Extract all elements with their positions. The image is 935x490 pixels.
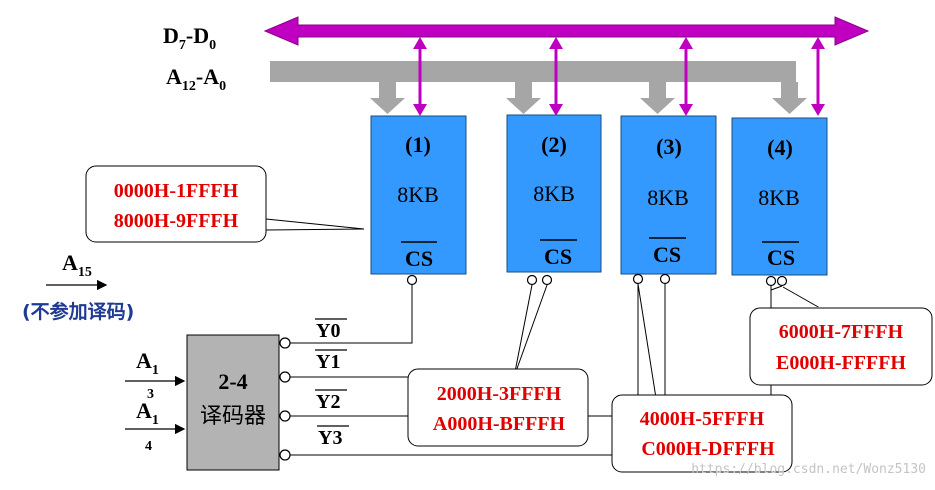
data-bus — [263, 16, 870, 46]
chip-index: (2) — [541, 132, 567, 157]
address-arrow-chip4 — [772, 82, 807, 114]
chip3-cs-bubble-b — [659, 273, 671, 285]
y2-bubble — [279, 410, 291, 422]
svg-text:8000H-9FFFH: 8000H-9FFFH — [114, 210, 239, 232]
y0-bubble — [279, 337, 291, 349]
memory-chip-4: (4) 8KB CS — [731, 117, 828, 276]
address-bus-label: A12-A0 — [166, 64, 226, 94]
data-arrow-chip2 — [549, 37, 563, 116]
chip4-cs-bubble-b — [776, 275, 788, 287]
decoder-title: 2-4 — [218, 369, 247, 394]
svg-text:4000H-5FFFH: 4000H-5FFFH — [640, 408, 765, 430]
chip-size: 8KB — [758, 185, 800, 210]
svg-text:C000H-DFFFH: C000H-DFFFH — [641, 438, 775, 460]
data-arrow-chip1 — [413, 37, 427, 116]
address-arrow-chip1 — [370, 82, 405, 114]
chip-cs-label: CS — [405, 246, 433, 271]
callout-chip1: 0000H-1FFFH 8000H-9FFFH — [85, 165, 365, 243]
input-a13-label: A1 — [136, 348, 159, 378]
chip-index: (4) — [767, 135, 793, 160]
output-y2-label: Y2 — [316, 391, 340, 413]
svg-text:6000H-7FFFH: 6000H-7FFFH — [779, 321, 904, 343]
chip-size: 8KB — [397, 182, 439, 207]
decoder-subtitle: 译码器 — [200, 404, 266, 429]
address-arrow-chip2 — [506, 82, 541, 114]
chip1-cs-bubble — [406, 274, 418, 286]
decoder-2-4: 2-4 译码器 — [186, 334, 280, 471]
chip-index: (1) — [405, 132, 431, 157]
callout-chip2: 2000H-3FFFH A000H-BFFFH — [407, 368, 589, 447]
input-a13-digit: 3 — [147, 387, 154, 402]
data-arrow-chip4 — [811, 37, 825, 116]
chip3-cs-bubble-a — [632, 273, 644, 285]
output-y3-label: Y3 — [318, 427, 342, 449]
output-y1-label: Y1 — [316, 351, 340, 373]
input-a14-label: A1 — [136, 398, 159, 428]
chip-index: (3) — [656, 134, 682, 159]
callout-chip4: 6000H-7FFFH E000H-FFFFH — [749, 286, 933, 386]
memory-chip-1: (1) 8KB CS — [370, 115, 467, 275]
svg-text:A000H-BFFFH: A000H-BFFFH — [433, 413, 566, 435]
address-bus — [270, 61, 796, 82]
data-arrow-chip3 — [679, 37, 693, 116]
address-arrow-chip3 — [640, 82, 675, 114]
svg-text:0000H-1FFFH: 0000H-1FFFH — [114, 180, 239, 202]
svg-text:2000H-3FFFH: 2000H-3FFFH — [437, 383, 562, 405]
input-a14-digit: 4 — [145, 439, 152, 454]
a15-note: (不参加译码) — [22, 300, 134, 323]
chip-cs-label: CS — [653, 242, 681, 267]
memory-chip-2: (2) 8KB CS — [506, 114, 602, 273]
data-bus-label: D7-D0 — [163, 23, 216, 53]
chip2-cs-bubble-a — [526, 274, 538, 286]
y3-bubble — [279, 449, 291, 461]
chip-size: 8KB — [647, 185, 689, 210]
memory-chip-3: (3) 8KB CS — [620, 115, 717, 275]
svg-text:E000H-FFFFH: E000H-FFFFH — [776, 352, 906, 374]
callout-chip3: 4000H-5FFFH C000H-DFFFH — [611, 394, 793, 473]
a15-label: A15 — [62, 250, 92, 280]
chip-size: 8KB — [533, 181, 575, 206]
chip4-cs-bubble-a — [765, 275, 777, 287]
output-y0-label: Y0 — [316, 320, 340, 342]
chip-cs-label: CS — [767, 245, 795, 270]
chip-cs-label: CS — [544, 244, 572, 269]
y1-bubble — [279, 371, 291, 383]
watermark: https://blog.csdn.net/Wonz5130 — [691, 462, 926, 477]
chip2-cs-bubble-b — [541, 274, 553, 286]
